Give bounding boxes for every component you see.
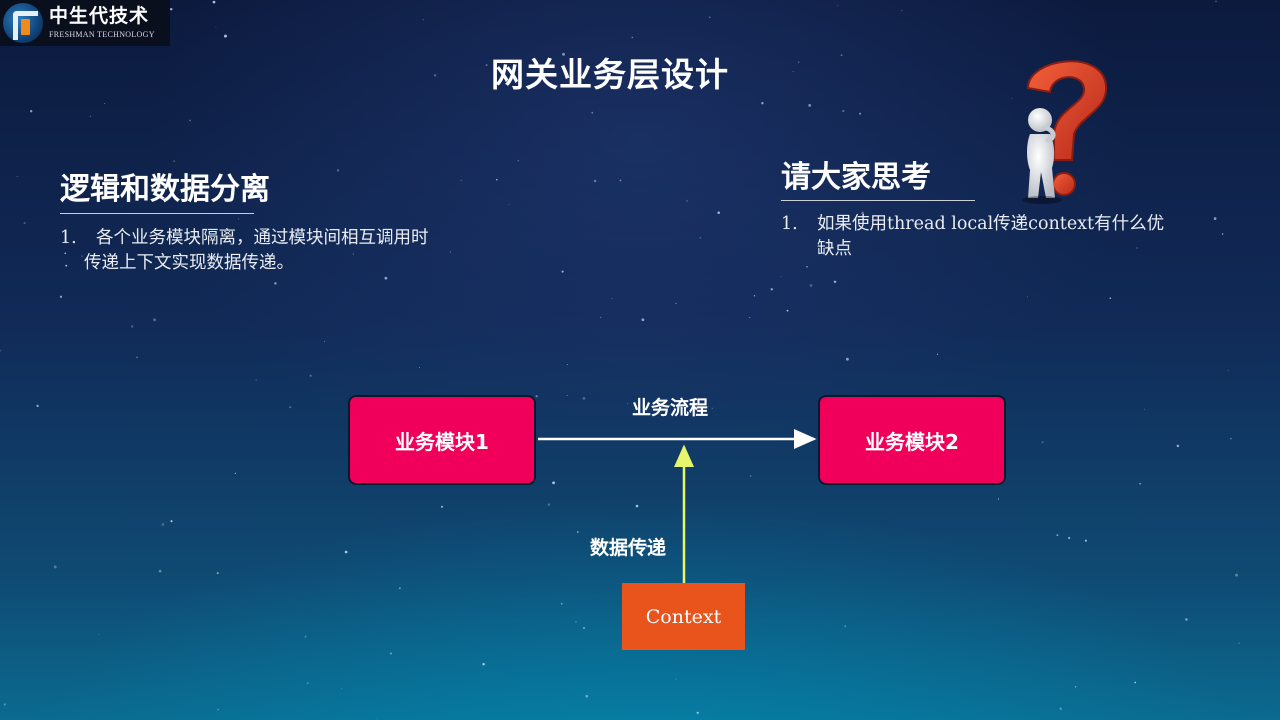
context-box: Context	[622, 583, 745, 650]
flow-label: 业务流程	[632, 397, 709, 419]
data-transfer-label: 数据传递	[590, 537, 667, 559]
list-item-line-1: 各个业务模块隔离，通过模块间相互调用时	[96, 228, 429, 248]
list-item-line-2: 缺点	[817, 239, 852, 259]
list-item-number: 1.	[60, 228, 77, 248]
right-section-heading: 请大家思考	[781, 160, 931, 195]
logo-name-cn: 中生代技术	[49, 5, 150, 27]
page-title: 网关业务层设计	[491, 55, 729, 94]
list-item-line-1: 如果使用thread local传递context有什么优	[817, 214, 1165, 234]
list-item-number: 1.	[781, 214, 798, 234]
right-list-item: 1. 如果使用thread local传递context有什么优 缺点	[781, 212, 1251, 262]
logo-name-en: FRESHMAN TECHNOLOGY	[49, 30, 155, 39]
left-section-heading: 逻辑和数据分离	[60, 172, 270, 207]
company-logo-icon	[3, 3, 43, 43]
left-heading-underline	[60, 213, 254, 214]
list-item-line-2: 传递上下文实现数据传递。	[84, 253, 294, 273]
question-mark-person-icon	[1022, 60, 1108, 204]
right-heading-underline	[781, 200, 975, 201]
company-logo: 中生代技术 FRESHMAN TECHNOLOGY	[0, 0, 170, 46]
left-list-item: 1. 各个业务模块隔离，通过模块间相互调用时 传递上下文实现数据传递。	[60, 226, 520, 276]
module-box-1: 业务模块1	[348, 395, 536, 485]
module-box-2: 业务模块2	[818, 395, 1006, 485]
